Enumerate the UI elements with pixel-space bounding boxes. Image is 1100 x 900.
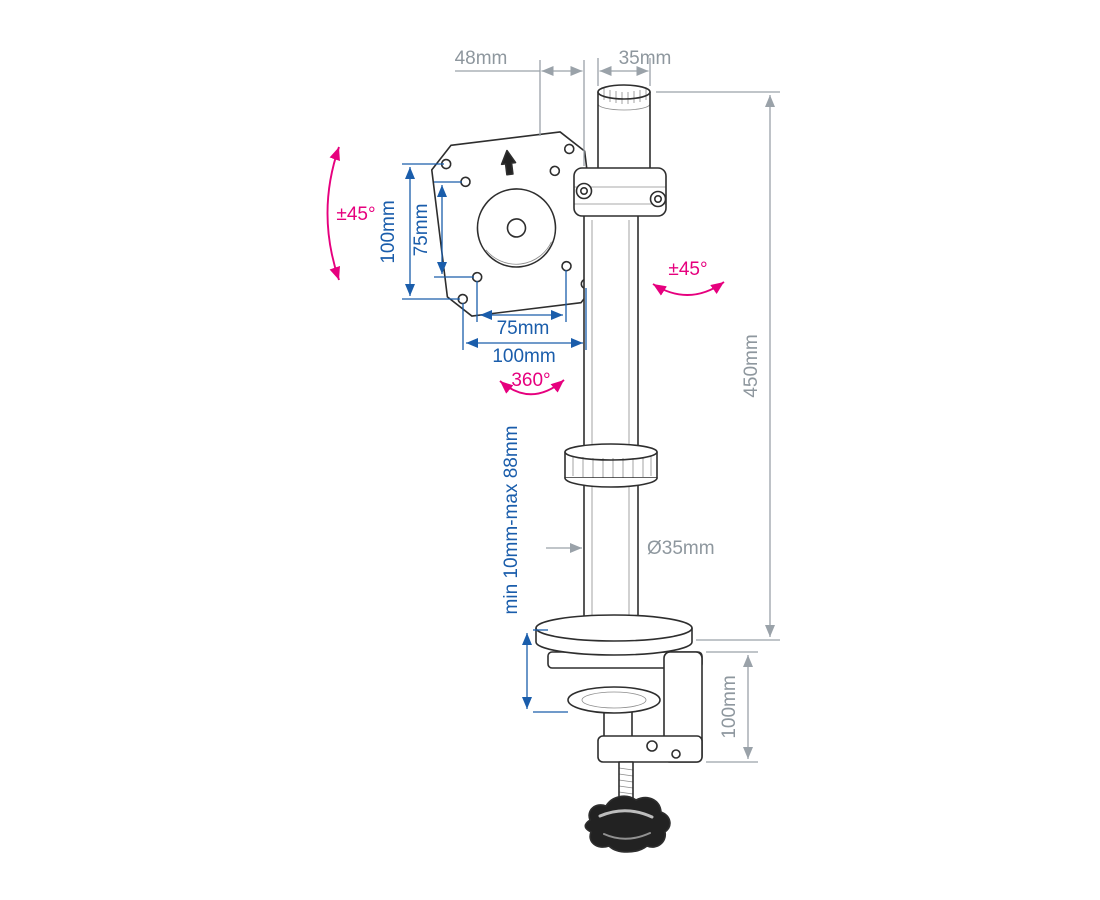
clamp-screw-hole-1 <box>646 740 658 752</box>
rotation-arc-arrow <box>499 379 565 396</box>
orientation-up-arrow-icon <box>500 149 517 176</box>
dim-vesa-inner-width-label: 75mm <box>497 318 550 339</box>
vesa-plate-center-hole <box>506 218 527 238</box>
dim-clamp-height: 100mm <box>706 651 758 763</box>
annotation-rotation-label: 360° <box>511 370 550 391</box>
rod-threads <box>618 767 634 801</box>
dim-top-pole-diameter-label: 35mm <box>619 48 672 69</box>
dim-top-offset: 48mm <box>455 48 585 166</box>
pole-top-cap <box>597 84 651 100</box>
dim-vesa-inner-width: 75mm <box>476 270 567 339</box>
height-adjust-ring <box>564 443 658 488</box>
dim-pole-diameter-label: Ø35mm <box>647 538 715 559</box>
annotation-pole-swivel: ±45° <box>652 259 725 296</box>
clamp-pad <box>567 686 661 714</box>
dim-vesa-outer-height: 100mm <box>378 163 460 300</box>
dim-clamp-height-label: 100mm <box>719 675 740 738</box>
dim-clamp-range: min 10mm-max 88mm <box>501 426 568 713</box>
dim-vesa-inner-height: 75mm <box>411 181 474 278</box>
dim-pole-height: 450mm <box>656 91 780 641</box>
knob-highlight-top <box>598 809 654 819</box>
base-disc <box>535 614 693 656</box>
dim-pole-diameter: Ø35mm <box>546 538 715 559</box>
vesa-plate-center-shade <box>485 241 552 265</box>
annotation-pole-swivel-label: ±45° <box>668 259 707 280</box>
annotation-vesa-tilt-label: ±45° <box>336 204 375 225</box>
pole-top-tube <box>597 91 651 171</box>
dim-vesa-outer-width: 100mm <box>462 288 587 367</box>
dim-vesa-outer-height-label: 100mm <box>378 200 399 263</box>
dim-top-pole-diameter: 35mm <box>597 48 672 86</box>
vesa-holes-inner <box>460 165 572 283</box>
swivel-arc-arrow <box>652 281 725 296</box>
annotation-vesa-tilt: ±45° <box>326 146 376 281</box>
dim-vesa-inner-height-label: 75mm <box>411 204 432 257</box>
dim-pole-height-label: 450mm <box>741 334 762 397</box>
clamp-screw-hole-2 <box>671 749 681 759</box>
annotation-rotation: 360° <box>499 370 565 396</box>
dim-vesa-outer-width-label: 100mm <box>492 346 555 367</box>
dim-top-offset-label: 48mm <box>455 48 508 69</box>
dim-clamp-range-label: min 10mm-max 88mm <box>501 426 522 615</box>
pole-assembly <box>564 84 667 631</box>
desk-clamp <box>547 651 703 853</box>
knob-highlight-bottom <box>603 832 651 840</box>
vesa-plate <box>430 131 602 317</box>
tilt-arc-arrow <box>326 146 340 281</box>
pole-top-knurling <box>603 88 647 104</box>
clamp-knob <box>584 795 671 853</box>
